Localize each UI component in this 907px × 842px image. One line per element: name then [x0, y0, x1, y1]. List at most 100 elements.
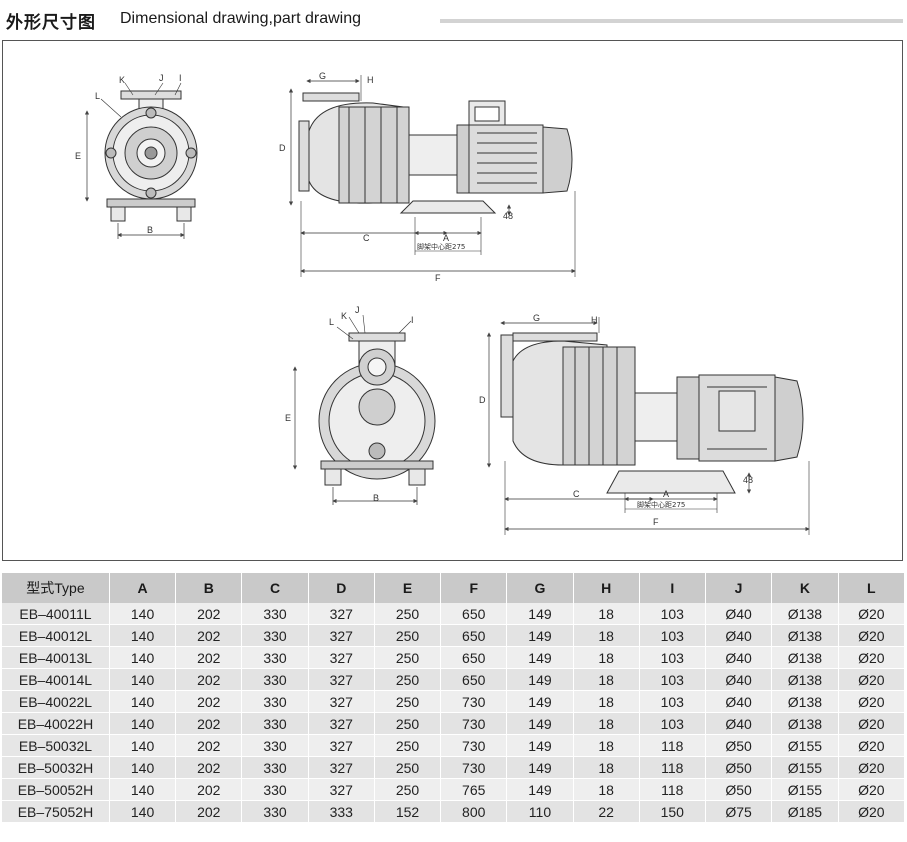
table-cell-k: Ø155 [771, 734, 839, 757]
column-header-h: H [573, 573, 640, 603]
table-cell-a: 140 [109, 690, 177, 713]
table-cell-h: 18 [573, 603, 640, 625]
table-cell-b: 202 [175, 624, 243, 647]
table-cell-j: Ø50 [705, 734, 773, 757]
table-cell-d: 327 [308, 624, 375, 647]
table-cell-d: 327 [308, 646, 375, 669]
dim-label-i-1: I [179, 73, 182, 83]
table-cell-l: Ø20 [838, 756, 906, 779]
dimensional-drawing-panel: B E L K J I [2, 40, 903, 561]
table-cell-type: EB–40022L [2, 690, 110, 713]
dim-label-d-2: D [479, 395, 486, 405]
table-cell-k: Ø155 [771, 756, 839, 779]
table-cell-b: 202 [175, 646, 243, 669]
table-cell-j: Ø50 [705, 756, 773, 779]
column-header-j: J [705, 573, 773, 603]
header-rule [440, 19, 903, 23]
table-cell-k: Ø138 [771, 646, 839, 669]
table-cell-f: 650 [440, 668, 508, 691]
table-cell-k: Ø155 [771, 778, 839, 801]
table-cell-a: 140 [109, 603, 177, 625]
table-cell-type: EB–40012L [2, 624, 110, 647]
table-cell-h: 18 [573, 624, 640, 647]
table-cell-l: Ø20 [838, 800, 906, 823]
dim-label-b-2: B [373, 493, 379, 503]
table-cell-c: 330 [241, 756, 309, 779]
dim-label-g-1: G [319, 71, 326, 81]
table-cell-e: 250 [374, 734, 442, 757]
table-cell-b: 202 [175, 668, 243, 691]
table-cell-type: EB–40022H [2, 712, 110, 735]
table-cell-j: Ø40 [705, 668, 773, 691]
dim-label-48-2: 48 [743, 475, 753, 485]
table-cell-g: 149 [506, 778, 574, 801]
table-cell-type: EB–40011L [2, 603, 110, 625]
dim-label-e-1: E [75, 151, 81, 161]
table-cell-g: 149 [506, 646, 574, 669]
table-cell-b: 202 [175, 712, 243, 735]
table-cell-i: 103 [639, 603, 706, 625]
table-cell-type: EB–50032L [2, 734, 110, 757]
table-cell-type: EB–40014L [2, 668, 110, 691]
dim-label-f-2: F [653, 517, 659, 527]
center-distance-note-1: 脚架中心距275 [417, 242, 465, 251]
table-cell-e: 250 [374, 646, 442, 669]
table-cell-k: Ø185 [771, 800, 839, 823]
dim-label-d-1: D [279, 143, 286, 153]
table-cell-h: 18 [573, 756, 640, 779]
table-cell-g: 149 [506, 668, 574, 691]
table-cell-l: Ø20 [838, 690, 906, 713]
table-cell-l: Ø20 [838, 668, 906, 691]
table-cell-h: 18 [573, 712, 640, 735]
table-cell-g: 149 [506, 712, 574, 735]
column-header-l: L [838, 573, 906, 603]
table-cell-j: Ø50 [705, 778, 773, 801]
column-header-c: C [241, 573, 309, 603]
table-cell-d: 327 [308, 734, 375, 757]
table-cell-e: 250 [374, 756, 442, 779]
dim-label-e-2: E [285, 413, 291, 423]
table-cell-h: 22 [573, 800, 640, 823]
table-cell-d: 333 [308, 800, 375, 823]
table-cell-i: 103 [639, 690, 706, 713]
table-cell-c: 330 [241, 734, 309, 757]
table-cell-d: 327 [308, 778, 375, 801]
table-cell-c: 330 [241, 800, 309, 823]
column-header-a: A [109, 573, 177, 603]
table-cell-f: 730 [440, 690, 508, 713]
dim-label-f-1: F [435, 273, 441, 283]
table-cell-e: 250 [374, 603, 442, 625]
table-cell-l: Ø20 [838, 646, 906, 669]
table-cell-b: 202 [175, 734, 243, 757]
dim-label-j-1: J [159, 73, 164, 83]
table-cell-i: 103 [639, 668, 706, 691]
dim-label-c-1: C [363, 233, 370, 243]
column-header-i: I [639, 573, 706, 603]
dim-label-l-2: L [329, 317, 334, 327]
table-cell-c: 330 [241, 624, 309, 647]
table-cell-l: Ø20 [838, 778, 906, 801]
table-cell-h: 18 [573, 734, 640, 757]
table-cell-c: 330 [241, 712, 309, 735]
table-cell-c: 330 [241, 603, 309, 625]
dim-label-c-2: C [573, 489, 580, 499]
table-cell-d: 327 [308, 690, 375, 713]
table-cell-type: EB–50052H [2, 778, 110, 801]
dim-label-g-2: G [533, 313, 540, 323]
table-cell-i: 150 [639, 800, 706, 823]
section-title-cn: 外形尺寸图 [6, 13, 96, 33]
table-cell-a: 140 [109, 778, 177, 801]
column-header-k: K [771, 573, 839, 603]
table-cell-d: 327 [308, 756, 375, 779]
table-cell-type: EB–40013L [2, 646, 110, 669]
dim-label-a-2: A [663, 489, 669, 499]
section-title-en: Dimensional drawing,part drawing [120, 10, 362, 27]
table-cell-b: 202 [175, 603, 243, 625]
table-cell-f: 650 [440, 624, 508, 647]
pump2-front-view [292, 314, 436, 505]
dim-label-48-1: 48 [503, 211, 513, 221]
table-cell-a: 140 [109, 756, 177, 779]
table-cell-a: 140 [109, 624, 177, 647]
